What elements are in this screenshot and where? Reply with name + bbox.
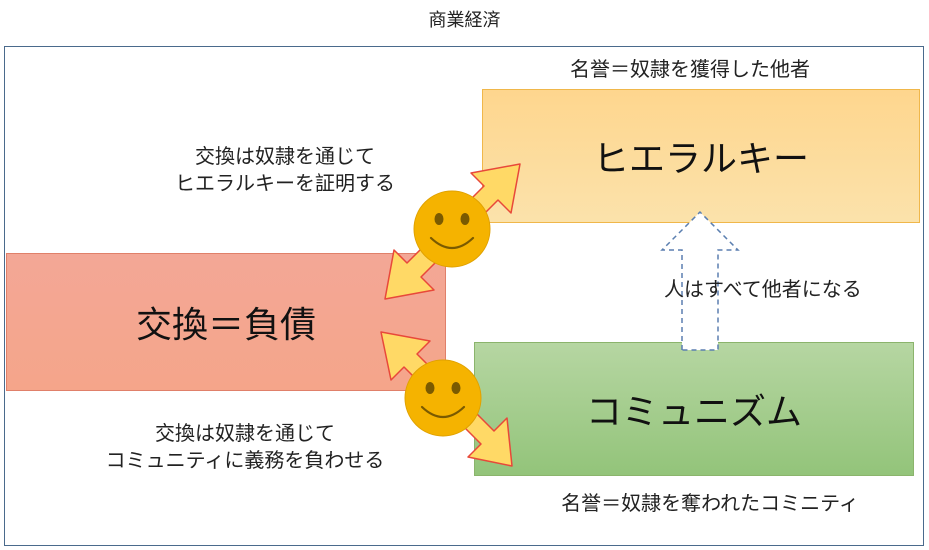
exchange-hierarchy-caption-line1: 交換は奴隷を通じて [195,144,375,168]
exchange-hierarchy-caption: 交換は奴隷を通じて ヒエラルキーを証明する [140,143,430,197]
lower-smiley-icon [404,359,482,437]
dashed-up-arrow [660,210,740,351]
exchange-community-caption-line2: コミュニティに義務を負わせる [105,448,385,472]
diagram-frame [4,46,924,546]
communism-box-label: コミュニズム [585,392,802,433]
exchange-hierarchy-caption-line2: ヒエラルキーを証明する [175,171,395,195]
hierarchy-caption: 名誉＝奴隷を獲得した他者 [570,57,810,81]
exchange-debt-box-label: 交換＝負債 [135,305,316,346]
exchange-community-caption-line1: 交換は奴隷を通じて [155,421,335,445]
everyone-other-caption: 人はすべて他者になる [664,277,862,301]
hierarchy-box-label: ヒエラルキー [592,139,809,180]
exchange-debt-box: 交換＝負債 [6,253,446,391]
diagram-title: 商業経済 [428,10,501,31]
exchange-community-caption: 交換は奴隷を通じて コミュニティに義務を負わせる [70,420,420,474]
communism-caption: 名誉＝奴隷を奪われたコミニティ [561,491,859,515]
upper-smiley-icon [413,190,491,268]
communism-box: コミュニズム [474,342,914,476]
hierarchy-box: ヒエラルキー [482,89,920,223]
